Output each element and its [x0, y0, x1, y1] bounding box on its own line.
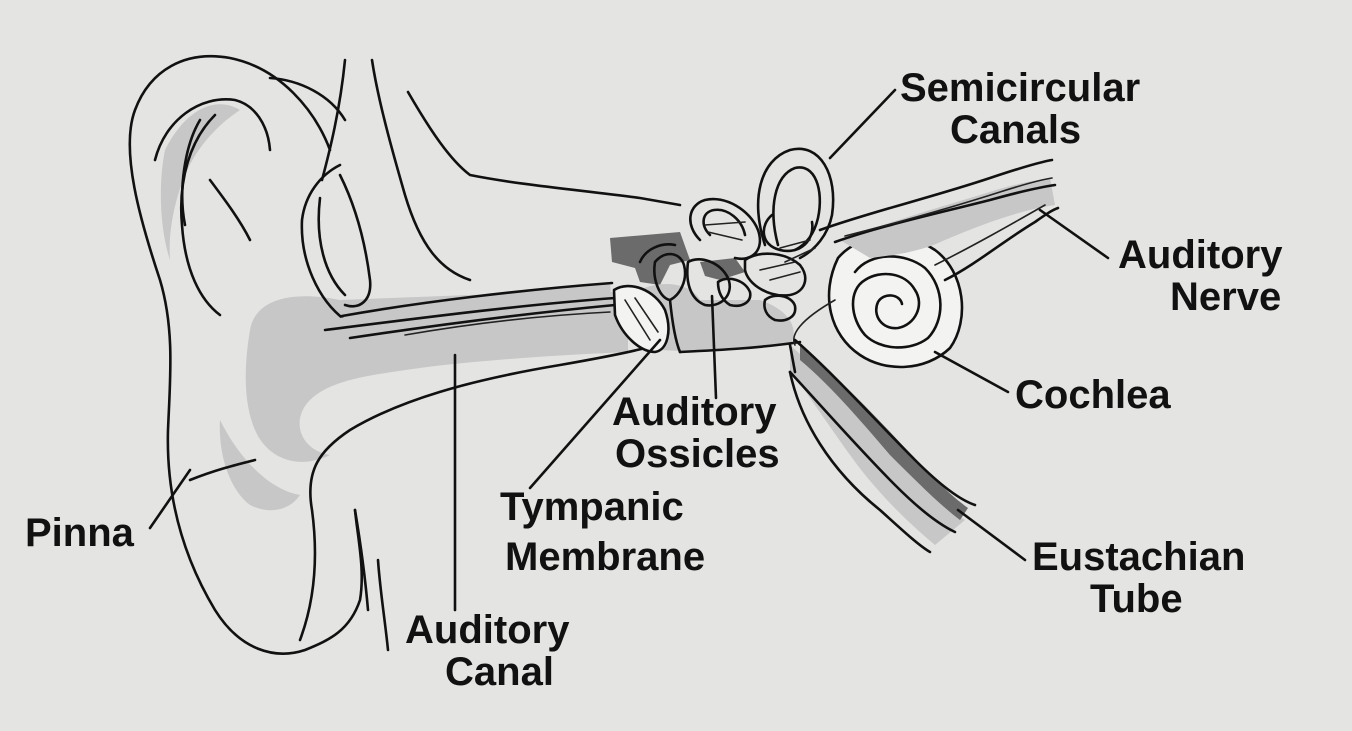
leader-semicircular-canals	[828, 88, 897, 160]
label-auditory-canal: Auditory Canal	[405, 608, 581, 694]
label-auditory-ossicles: Auditory Ossicles	[612, 390, 788, 476]
label-cochlea: Cochlea	[1015, 373, 1171, 417]
inner-ear-drawing	[689, 147, 1060, 369]
label-auditory-nerve: Auditory Nerve	[1118, 233, 1294, 319]
leader-eustachian-tube	[956, 508, 1027, 562]
eustachian-tube-drawing	[788, 338, 977, 554]
label-pinna: Pinna	[25, 511, 135, 555]
leader-auditory-ossicles	[710, 294, 718, 400]
leader-cochlea	[933, 350, 1010, 394]
label-tympanic-membrane: Tympanic Membrane	[500, 485, 705, 579]
leader-auditory-nerve	[1038, 208, 1110, 260]
leader-tympanic-membrane	[528, 338, 662, 490]
middle-ear-drawing	[610, 232, 802, 354]
label-eustachian-tube: Eustachian Tube	[1032, 535, 1257, 621]
pinna-drawing	[128, 54, 682, 655]
auditory-canal-drawing	[323, 281, 617, 340]
leader-lines	[148, 88, 1110, 612]
labels: Semicircular Canals Auditory Nerve Cochl…	[25, 66, 1294, 694]
label-semicircular-canals: Semicircular Canals	[900, 66, 1151, 152]
leader-pinna	[148, 468, 192, 530]
